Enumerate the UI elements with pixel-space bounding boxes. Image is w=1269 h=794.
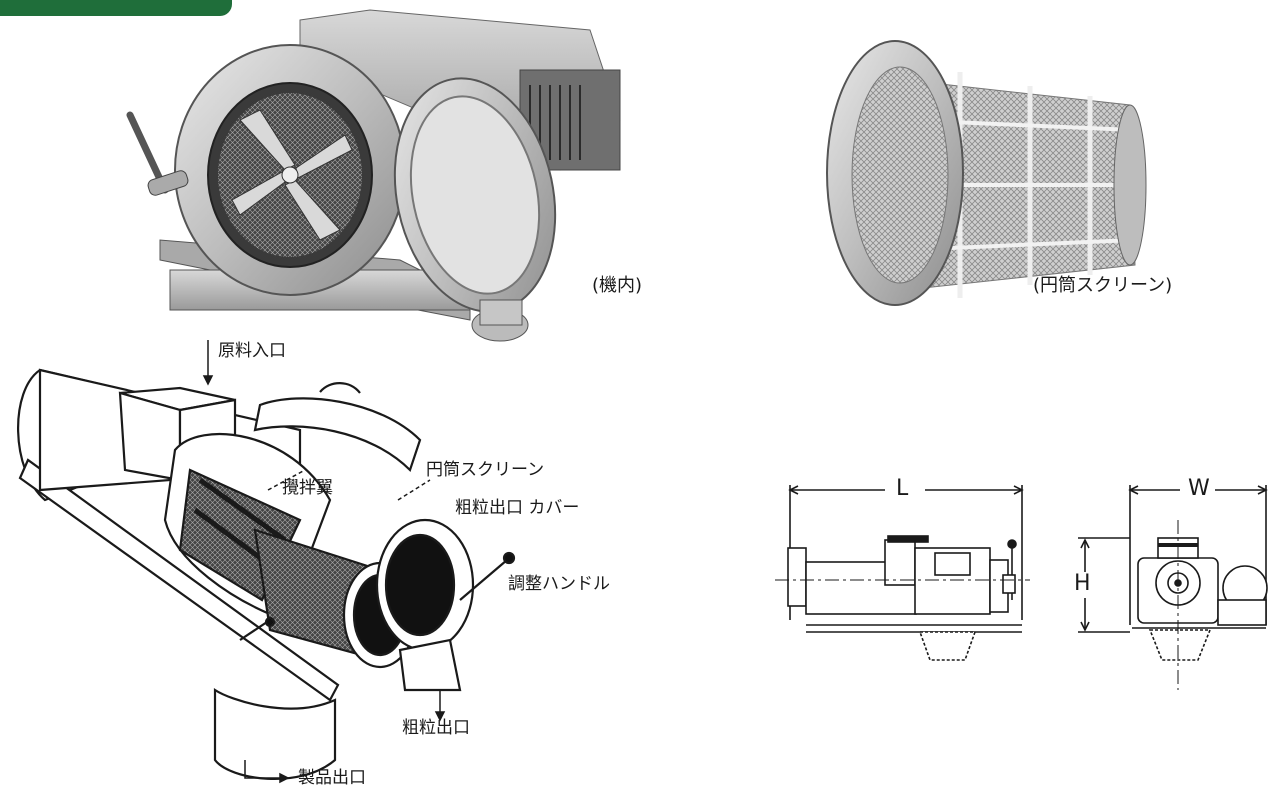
machine-interior-photo — [126, 9, 621, 342]
cylinder-screen-photo — [826, 40, 1147, 306]
coarse-outlet-cover-label: 粗粒出口 カバー — [455, 498, 580, 518]
raw-material-inlet-label: 原料入口 — [218, 341, 286, 361]
adjustment-handle-label: 調整ハンドル — [508, 574, 610, 594]
dimension-length-label: L — [896, 476, 909, 501]
flow-arrows — [202, 340, 446, 784]
dimension-drawing-side — [775, 485, 1030, 661]
coarse-outlet-label: 粗粒出口 — [402, 718, 470, 738]
exploded-view-drawing — [17, 368, 516, 780]
cylinder-screen-label: 円筒スクリーン — [426, 460, 545, 480]
cylinder-screen-caption: (円筒スクリーン) — [1033, 275, 1173, 296]
agitator-blade-label: 攪拌翼 — [282, 478, 333, 498]
product-outlet-label: 製品出口 — [298, 768, 366, 788]
dimension-drawing-front — [1078, 485, 1268, 690]
corner-header-tab — [0, 0, 232, 16]
dimension-width-label: W — [1188, 476, 1210, 501]
dimension-height-label: H — [1074, 571, 1091, 596]
machine-interior-caption: (機内) — [592, 275, 643, 296]
